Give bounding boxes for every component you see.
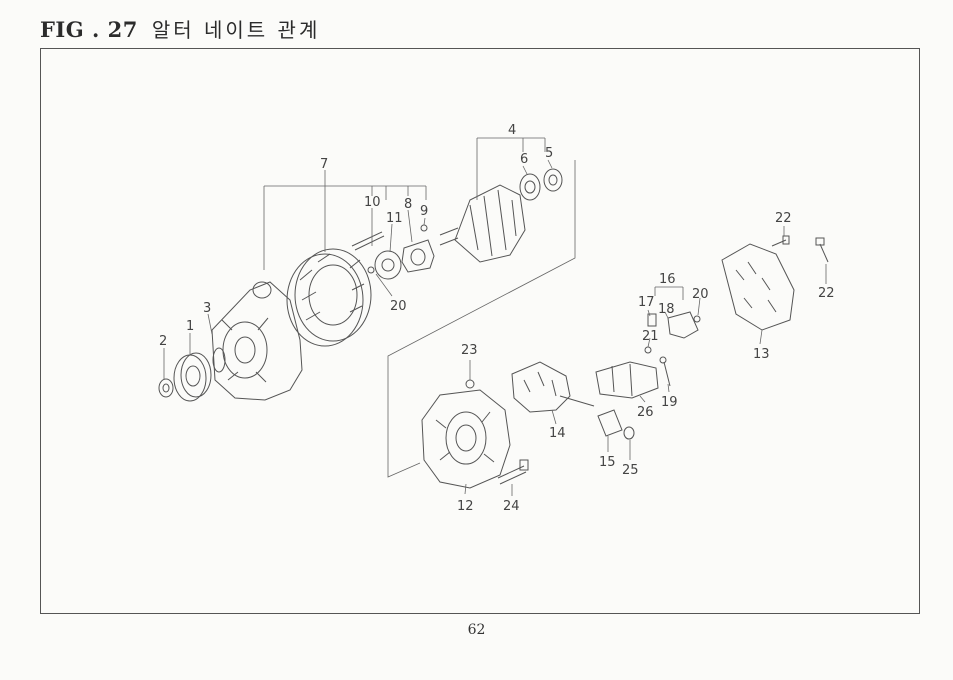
leader-lines <box>163 159 827 496</box>
part-bearing-retainer <box>401 239 435 273</box>
part-brush-holder <box>595 361 659 399</box>
callout-13: 13 <box>753 347 770 362</box>
part-front-housing <box>211 281 303 401</box>
part-screw-20-left <box>367 266 375 274</box>
callout-24: 24 <box>503 499 520 514</box>
part-screw-21 <box>644 346 652 354</box>
brush-bracket <box>654 286 684 300</box>
callout-23: 23 <box>461 343 478 358</box>
callout-20-right: 20 <box>692 287 709 302</box>
callout-14: 14 <box>549 426 566 441</box>
callout-6: 6 <box>520 152 528 167</box>
part-brush-spring <box>667 311 699 339</box>
callout-22-right: 22 <box>818 286 835 301</box>
part-cap <box>597 409 623 437</box>
part-nut-23 <box>465 379 475 389</box>
callout-2: 2 <box>159 334 167 349</box>
part-rectifier <box>511 361 595 413</box>
group-divider <box>387 160 576 478</box>
callout-22-upper: 22 <box>775 211 792 226</box>
figure-title: FIG . 27 알터 네이트 관계 <box>40 14 320 43</box>
callout-10: 10 <box>364 195 381 210</box>
part-nut <box>158 378 174 398</box>
callout-1: 1 <box>186 319 194 334</box>
callout-15: 15 <box>599 455 616 470</box>
part-screw-20-right <box>693 315 701 323</box>
callout-18: 18 <box>658 302 675 317</box>
figure-label: FIG . 27 <box>40 17 138 42</box>
part-rear-housing <box>421 389 511 489</box>
diagram-frame <box>40 48 920 614</box>
part-stud-bolt <box>351 231 385 251</box>
part-brush <box>647 313 657 327</box>
callout-9: 9 <box>420 204 428 219</box>
callout-19: 19 <box>661 395 678 410</box>
part-rear-cover <box>721 243 795 331</box>
callout-20-left: 20 <box>390 299 407 314</box>
rotor-bracket <box>476 137 546 200</box>
part-bearing-6 <box>519 173 541 201</box>
callout-7: 7 <box>320 157 328 172</box>
callout-21: 21 <box>642 329 659 344</box>
figure-name: 알터 네이트 관계 <box>151 18 321 42</box>
callout-4: 4 <box>508 123 516 138</box>
part-bearing-front <box>374 250 402 280</box>
part-bearing-5 <box>543 168 563 192</box>
part-bolt-22-upper <box>771 235 790 247</box>
callout-17: 17 <box>638 295 655 310</box>
callout-11: 11 <box>386 211 403 226</box>
callout-3: 3 <box>203 301 211 316</box>
callout-12: 12 <box>457 499 474 514</box>
callout-16: 16 <box>659 272 676 287</box>
part-nut-25 <box>623 426 635 440</box>
callout-26: 26 <box>637 405 654 420</box>
part-bolt-22-right <box>815 237 829 263</box>
part-stator <box>286 248 372 347</box>
part-pulley <box>173 352 212 402</box>
assembly-bracket <box>263 185 426 270</box>
callout-25: 25 <box>622 463 639 478</box>
callout-5: 5 <box>545 146 553 161</box>
part-screw-19 <box>659 356 671 387</box>
part-rotor <box>439 184 526 263</box>
page-number: 62 <box>467 622 486 638</box>
callout-8: 8 <box>404 197 412 212</box>
part-screw-9 <box>420 224 428 232</box>
part-bolt-24 <box>497 459 529 485</box>
